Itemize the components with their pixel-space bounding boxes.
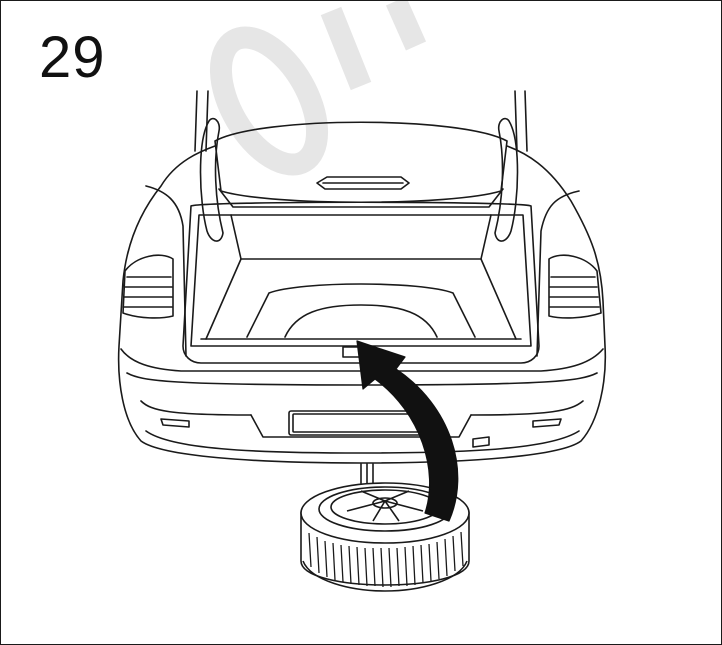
tailgate-strut-right xyxy=(514,90,528,152)
brake-light xyxy=(316,176,410,190)
watermark xyxy=(209,1,427,176)
hinge-arm-left xyxy=(199,117,224,242)
step-number: 29 xyxy=(39,25,106,90)
boot-opening xyxy=(182,201,540,364)
car-rear xyxy=(117,90,607,484)
curved-arrow-icon xyxy=(356,340,459,522)
parcel-shelf xyxy=(214,121,508,204)
wheel-well xyxy=(246,283,476,338)
rear-light-right xyxy=(548,254,602,319)
tailgate-strut-left xyxy=(194,90,209,152)
tyre-tread xyxy=(308,531,464,588)
hinge-arm-right xyxy=(494,117,519,242)
rear-light-left xyxy=(122,254,174,319)
